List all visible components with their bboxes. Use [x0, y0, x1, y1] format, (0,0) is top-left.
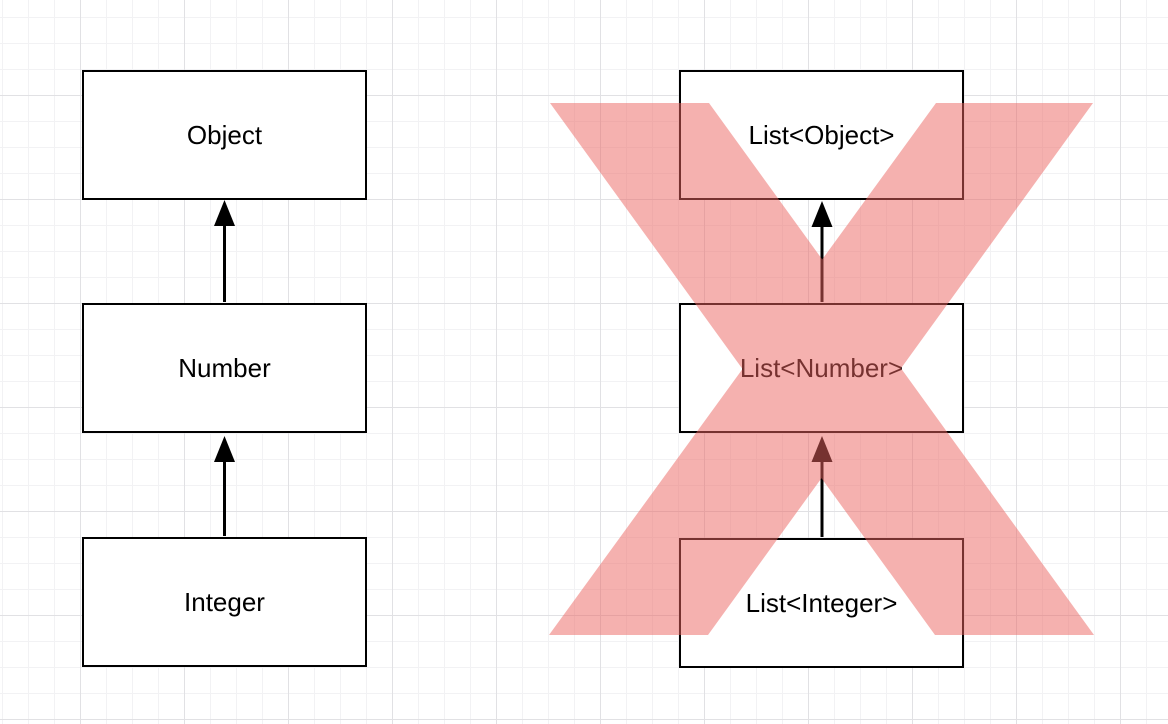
- node-object[interactable]: Object: [82, 70, 367, 200]
- node-integer-label: Integer: [184, 587, 265, 617]
- edge-number-to-object[interactable]: [214, 200, 235, 302]
- node-object-label: Object: [186, 120, 263, 150]
- node-list-number[interactable]: List<Number>: [679, 303, 964, 433]
- node-list-object-label: List<Object>: [748, 120, 895, 150]
- node-list-integer-label: List<Integer>: [745, 588, 898, 618]
- edge-list-integer-to-list-number[interactable]: [811, 436, 833, 537]
- node-list-number-label: List<Number>: [739, 353, 904, 383]
- node-number-label: Number: [178, 353, 271, 383]
- node-integer[interactable]: Integer: [82, 537, 367, 667]
- edge-list-number-to-list-object[interactable]: [811, 201, 833, 302]
- node-list-object[interactable]: List<Object>: [679, 70, 964, 200]
- node-list-integer[interactable]: List<Integer>: [679, 538, 964, 668]
- node-number[interactable]: Number: [82, 303, 367, 433]
- edge-integer-to-number[interactable]: [214, 436, 235, 536]
